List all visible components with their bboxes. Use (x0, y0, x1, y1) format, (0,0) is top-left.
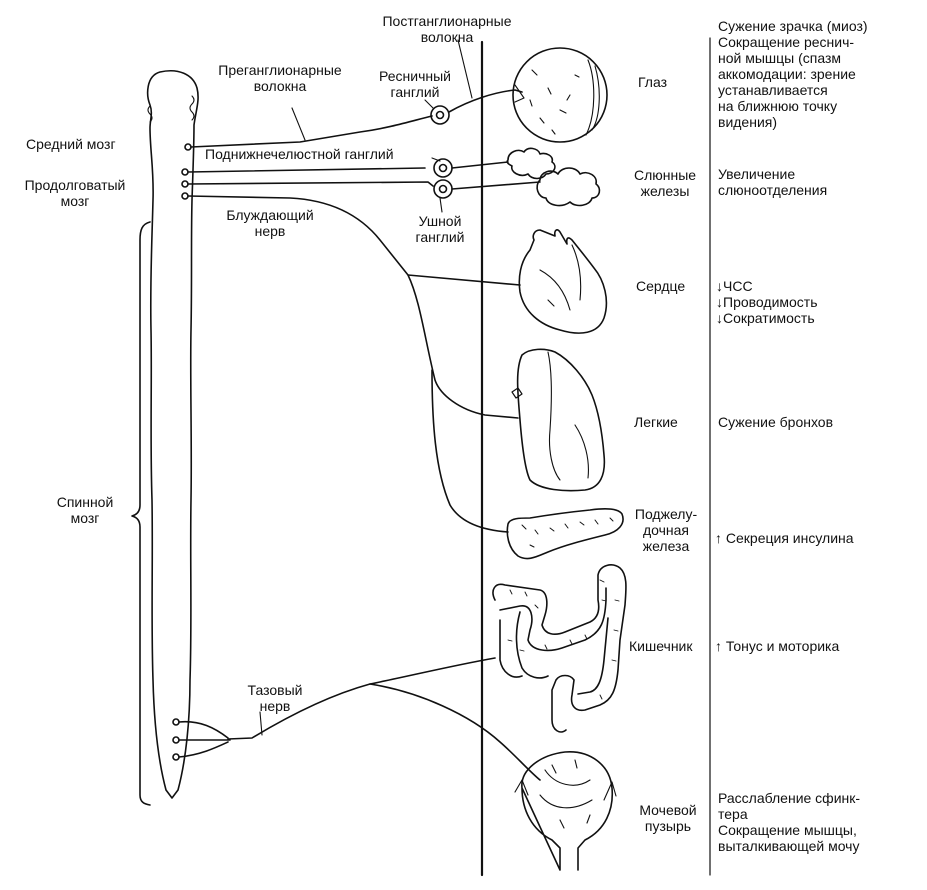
pelvic-nerve-bladder-branch (369, 683, 541, 781)
effect-lungs: Сужение бронхов (718, 414, 834, 430)
otic-pointer (439, 197, 443, 213)
otic-ganglion (433, 179, 453, 199)
spinal-cord-outline (146, 70, 199, 799)
sacral-nucleus-1 (172, 718, 180, 726)
bladder-detail (514, 759, 617, 829)
ciliary-pointer (424, 99, 434, 109)
sacral-nucleus-2 (172, 736, 180, 744)
eye-drawing (512, 47, 608, 143)
label-midbrain: Средний мозг (26, 136, 116, 152)
postganglionic-fiber-salivary-1 (451, 161, 509, 169)
decrease-arrow-icon: ↓ (716, 310, 723, 326)
lungs-drawing (516, 348, 606, 492)
vagus-branch-pancreas (431, 369, 509, 533)
preganglionic-pointer (291, 107, 306, 141)
medulla-nucleus-3 (181, 192, 189, 200)
label-vagus-nerve: Блуждающий нерв (226, 207, 314, 239)
spinal-cord-bracket (131, 221, 151, 806)
heart-detail (539, 244, 582, 311)
effect-heart-conduction: ↓Проводимость (716, 294, 818, 310)
increase-arrow-icon: ↑ (715, 638, 722, 654)
pancreas-detail (521, 517, 614, 548)
effect-heart-conduction-text: Проводимость (723, 294, 818, 310)
bladder-drawing (521, 751, 614, 871)
effect-intestine: ↑ Тонус и моторика (715, 638, 839, 654)
preganglionic-fiber-salivary-1 (187, 167, 426, 173)
effect-intestine-text: Тонус и моторика (725, 638, 840, 654)
submandibular-ganglion-core (438, 163, 448, 173)
postganglionic-fiber-eye (448, 89, 523, 113)
label-postganglionic-fibers: Постганглионарные волокна (382, 13, 512, 45)
effect-heart-rate-text: ЧСС (723, 278, 753, 294)
preganglionic-fiber-eye (190, 115, 433, 148)
sacral-nucleus-3 (172, 753, 180, 761)
effect-salivary: Увеличение слюноотделения (718, 166, 828, 198)
submandibular-pointer (431, 157, 441, 162)
midbrain-nucleus (184, 143, 192, 151)
effect-pancreas: ↑ Секреция инсулина (715, 530, 854, 546)
bronchus-icon (511, 387, 523, 399)
preganglionic-fiber-salivary-2 (187, 181, 434, 187)
pancreas-drawing (506, 508, 624, 560)
label-submandibular-ganglion: Поднижнечелюстной ганглий (205, 146, 394, 162)
pelvic-nerve-roots (178, 720, 231, 758)
effect-pancreas-text: Секреция инсулина (725, 530, 854, 546)
eye-detail (514, 59, 600, 136)
organ-label-heart: Сердце (636, 278, 686, 294)
intestine-drawing (492, 564, 627, 733)
salivary-gland-small (506, 147, 556, 180)
organ-label-intestine: Кишечник (629, 638, 693, 654)
medulla-nucleus-2 (181, 180, 189, 188)
organ-label-pancreas: Поджелу- дочная железа (634, 506, 698, 554)
salivary-gland-large (536, 167, 601, 207)
heart-drawing (518, 229, 608, 334)
effect-heart-contractility: ↓Сократимость (716, 310, 815, 326)
label-spinal-cord: Спинной мозг (56, 494, 114, 526)
ciliary-ganglion-core (435, 110, 445, 120)
increase-arrow-icon: ↑ (715, 530, 722, 546)
otic-ganglion-core (438, 184, 448, 194)
effect-eye: Сужение зрачка (миоз) Сокращение реснич-… (718, 18, 868, 130)
label-otic-ganglion: Ушной ганглий (415, 213, 465, 245)
lungs-detail (547, 351, 589, 481)
label-ciliary-ganglion: Ресничный ганглий (379, 68, 451, 100)
intestine-texture (507, 579, 620, 700)
label-pelvic-nerve: Тазовый нерв (247, 682, 303, 714)
vagus-branch-heart (407, 274, 521, 286)
ciliary-ganglion (430, 105, 450, 125)
medulla-nucleus-1 (181, 168, 189, 176)
effect-heart-rate: ↓ЧСС (716, 278, 753, 294)
organ-label-lungs: Легкие (634, 414, 678, 430)
effect-bladder: Расслабление сфинк- тера Сокращение мышц… (718, 790, 861, 854)
effect-heart-contractility-text: Сократимость (723, 310, 815, 326)
brain-wavy-edge (147, 95, 195, 123)
organ-label-eye: Глаз (638, 74, 668, 90)
label-preganglionic-fibers: Преганглионарные волокна (218, 62, 342, 94)
postganglionic-fiber-salivary-2 (451, 181, 541, 190)
postganglionic-pointer (457, 39, 473, 99)
pelvic-nerve-pointer (259, 711, 263, 736)
organ-label-bladder: Мочевой пузырь (639, 802, 697, 834)
intestine-inner (499, 587, 609, 695)
decrease-arrow-icon: ↓ (716, 294, 723, 310)
organ-label-salivary: Слюнные железы (633, 167, 697, 199)
label-medulla: Продолговатый мозг (24, 177, 126, 209)
decrease-arrow-icon: ↓ (716, 278, 723, 294)
